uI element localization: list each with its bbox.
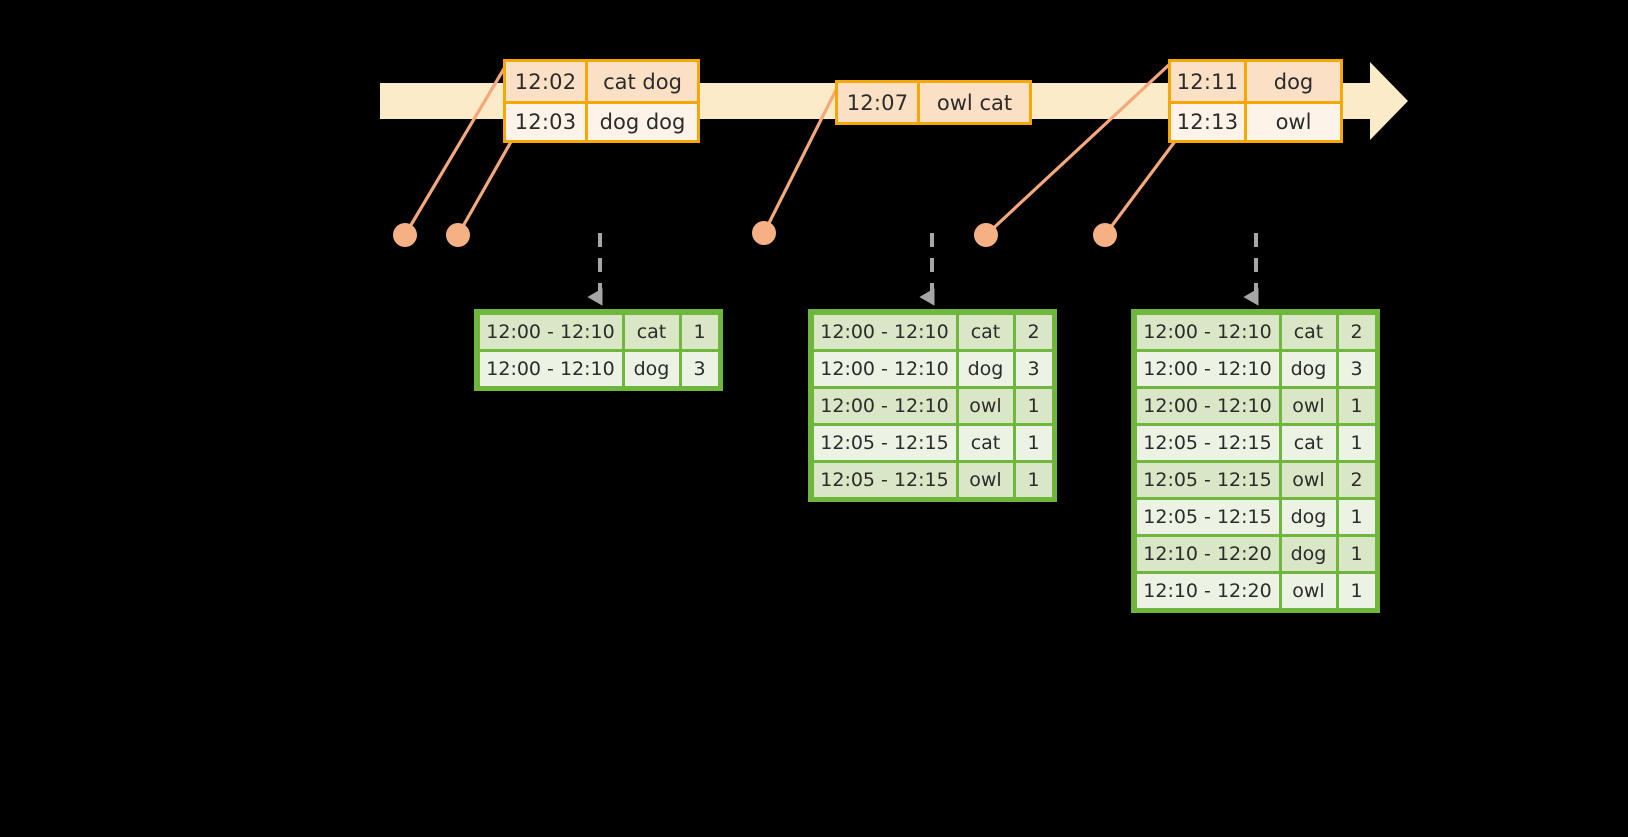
event-time: 12:02 xyxy=(506,62,588,101)
connector-dot-1 xyxy=(393,223,417,247)
cell-key: owl xyxy=(958,462,1013,497)
cell-window: 12:00 - 12:10 xyxy=(479,351,622,386)
event-payload: cat dog xyxy=(603,69,682,94)
cell-key: dog xyxy=(1281,351,1336,386)
cell-key: cat xyxy=(624,314,679,349)
cell-window: 12:00 - 12:10 xyxy=(1136,351,1279,386)
event-row[interactable]: 12:13 owl xyxy=(1171,101,1340,140)
cell-key: dog xyxy=(1281,536,1336,571)
cell-count: 1 xyxy=(681,314,718,349)
connector-dots xyxy=(393,221,1117,247)
cell-count: 1 xyxy=(1015,388,1052,423)
cell-window: 12:05 - 12:15 xyxy=(1136,499,1279,534)
cell-count: 2 xyxy=(1338,462,1375,497)
cell-key: owl xyxy=(958,388,1013,423)
event-payload: dog xyxy=(1273,69,1314,94)
connector-line-1 xyxy=(403,60,510,237)
event-row[interactable]: 12:02 cat dog xyxy=(506,62,697,101)
connector-line-5 xyxy=(1103,138,1178,237)
event-payload: dog dog xyxy=(599,110,686,134)
event-box-1[interactable]: 12:02 cat dog 12:03 dog dog xyxy=(503,59,700,143)
cell-count: 3 xyxy=(1015,351,1052,386)
event-payload: owl cat xyxy=(936,90,1013,115)
cell-key: owl xyxy=(1281,573,1336,608)
cell-window: 12:05 - 12:15 xyxy=(813,425,956,460)
event-box-3[interactable]: 12:11 dog 12:13 owl xyxy=(1168,59,1343,143)
cell-count: 1 xyxy=(1338,425,1375,460)
event-time: 12:11 xyxy=(1171,62,1247,101)
cell-window: 12:05 - 12:15 xyxy=(1136,462,1279,497)
emit-arrows xyxy=(587,233,1259,306)
event-row[interactable]: 12:03 dog dog xyxy=(506,101,697,140)
cell-key: dog xyxy=(1281,499,1336,534)
event-time: 12:07 xyxy=(838,83,920,122)
cell-window: 12:05 - 12:15 xyxy=(813,462,956,497)
cell-key: cat xyxy=(958,425,1013,460)
cell-count: 3 xyxy=(1338,351,1375,386)
event-row[interactable]: 12:07 owl cat xyxy=(838,83,1029,122)
cell-key: owl xyxy=(1281,388,1336,423)
cell-key: cat xyxy=(958,314,1013,349)
cell-key: cat xyxy=(1281,425,1336,460)
cell-key: dog xyxy=(958,351,1013,386)
cell-key: cat xyxy=(1281,314,1336,349)
cell-window: 12:10 - 12:20 xyxy=(1136,573,1279,608)
cell-window: 12:00 - 12:10 xyxy=(813,314,956,349)
cell-count: 1 xyxy=(1015,425,1052,460)
cell-window: 12:10 - 12:20 xyxy=(1136,536,1279,571)
event-time: 12:13 xyxy=(1171,104,1247,140)
cell-window: 12:00 - 12:10 xyxy=(479,314,622,349)
event-row[interactable]: 12:11 dog xyxy=(1171,62,1340,101)
cell-key: owl xyxy=(1281,462,1336,497)
cell-window: 12:00 - 12:10 xyxy=(813,351,956,386)
cell-count: 1 xyxy=(1338,573,1375,608)
connector-line-2 xyxy=(456,138,514,237)
cell-count: 1 xyxy=(1015,462,1052,497)
cell-count: 1 xyxy=(1338,536,1375,571)
connector-dot-3 xyxy=(752,221,776,245)
cell-count: 1 xyxy=(1338,388,1375,423)
event-box-2[interactable]: 12:07 owl cat xyxy=(835,80,1032,125)
cell-count: 3 xyxy=(681,351,718,386)
cell-window: 12:00 - 12:10 xyxy=(813,388,956,423)
connector-dot-2 xyxy=(446,223,470,247)
cell-count: 1 xyxy=(1338,499,1375,534)
connector-dot-4 xyxy=(974,223,998,247)
cell-window: 12:00 - 12:10 xyxy=(1136,314,1279,349)
event-time: 12:03 xyxy=(506,104,588,140)
cell-count: 2 xyxy=(1338,314,1375,349)
cell-window: 12:05 - 12:15 xyxy=(1136,425,1279,460)
event-payload: owl xyxy=(1275,110,1312,134)
connector-dot-5 xyxy=(1093,223,1117,247)
cell-count: 2 xyxy=(1015,314,1052,349)
connector-line-3 xyxy=(762,80,842,235)
cell-key: dog xyxy=(624,351,679,386)
cell-window: 12:00 - 12:10 xyxy=(1136,388,1279,423)
